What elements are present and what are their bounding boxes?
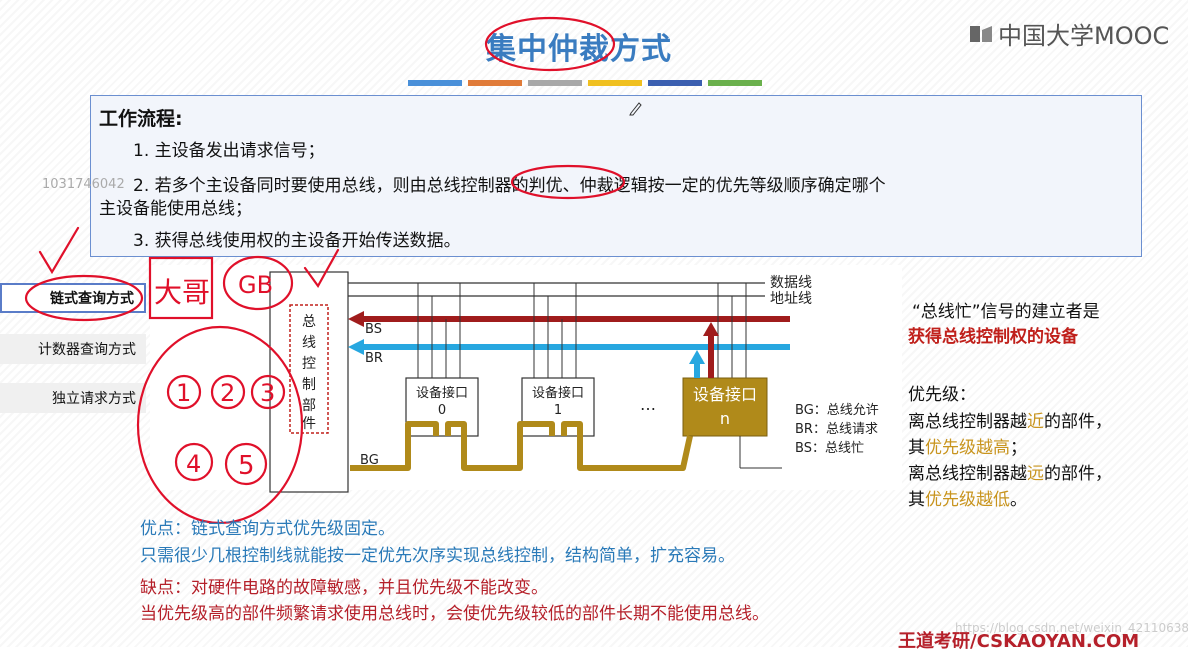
device-n-br-arrowhead: [689, 350, 705, 364]
legend-br: BR：总线请求: [795, 422, 878, 437]
br-arrowhead: [348, 339, 364, 355]
pen-gb-label: GB: [238, 271, 273, 299]
bs-arrowhead: [348, 311, 364, 327]
priority-far-text-end: 的部件，: [1044, 464, 1112, 484]
pen-box-big: [148, 256, 214, 320]
sidebar-item-independent-request[interactable]: 独立请求方式: [0, 383, 146, 413]
priority-low-highlight: 优先级越低: [925, 490, 1010, 510]
data-line-label: 数据线: [770, 275, 812, 291]
pen-num-2: 2: [220, 379, 235, 407]
br-label: BR: [365, 351, 383, 366]
legend-bg: BG：总线允许: [795, 402, 879, 418]
pen-circle-5: [224, 442, 268, 486]
controller-char: 件: [302, 416, 316, 432]
watermark-id: 1031746042: [42, 177, 125, 192]
footer-brand: 王道考研/CSKAOYAN.COM: [898, 631, 1140, 652]
title-color-bar: [408, 80, 762, 86]
priority-high: 其优先级越高；: [908, 433, 1027, 458]
priority-near-text-end: 的部件，: [1044, 412, 1112, 432]
pen-circle-controller: [510, 164, 626, 200]
cons-line-1: 缺点：对硬件电路的故障敏感，并且优先级不能改变。: [140, 578, 548, 598]
priority-high-suffix: ；: [1010, 438, 1027, 458]
bg-label: BG: [360, 453, 379, 468]
controller-char: 制: [302, 377, 316, 393]
busy-question: “总线忙”信号的建立者是: [912, 302, 1100, 322]
controller-char: 线: [302, 335, 316, 351]
pros-line-1: 优点：链式查询方式优先级固定。: [140, 519, 395, 539]
sidebar-item-counter-query[interactable]: 计数器查询方式: [0, 334, 146, 364]
pen-num-1: 1: [176, 379, 191, 407]
pen-circle-title: [484, 16, 616, 72]
pen-circle-3: [250, 374, 286, 410]
bus-taps: [417, 283, 747, 378]
busy-answer: 获得总线控制权的设备: [908, 327, 1078, 347]
color-bar-segment: [708, 80, 762, 86]
priority-title: 优先级：: [908, 385, 976, 405]
pen-circle-gb: [222, 255, 294, 311]
priority-low: 其优先级越低。: [908, 485, 1027, 510]
pen-check-left: [38, 226, 80, 275]
color-bar-segment: [528, 80, 582, 86]
priority-low-suffix: 。: [1010, 490, 1027, 510]
device-interface-n: [682, 377, 768, 437]
pen-circle-nums: [136, 325, 304, 525]
color-bar-segment: [588, 80, 642, 86]
priority-near: 离总线控制器越近的部件，: [908, 407, 1112, 432]
device-1-label: 设备接口: [532, 385, 584, 401]
workflow-step-2-cont: 主设备能使用总线；: [99, 199, 252, 219]
priority-far: 离总线控制器越远的部件，: [908, 459, 1112, 484]
color-bar-segment: [408, 80, 462, 86]
device-1-index: 1: [554, 403, 562, 418]
page-title: 集中仲裁方式: [486, 32, 672, 67]
device-n-bs-arrowhead: [703, 322, 719, 336]
device-n-label: 设备接口: [693, 385, 757, 404]
priority-near-text: 离总线控制器越: [908, 412, 1027, 432]
mooc-logo: 中国大学MOOC: [968, 16, 1169, 51]
priority-low-prefix: 其: [908, 490, 925, 510]
cons-line-2: 当优先级高的部件频繁请求使用总线时，会使优先级较低的部件长期不能使用总线。: [140, 604, 769, 624]
pencil-cursor-icon: [629, 102, 642, 116]
bus-controller-box: [269, 271, 349, 493]
device-0-label: 设备接口: [416, 385, 468, 401]
address-line-label: 地址线: [770, 291, 812, 307]
pen-circle-1: [166, 374, 202, 410]
sidebar-item-chain-query[interactable]: 链式查询方式: [0, 283, 146, 313]
controller-char: 控: [302, 356, 316, 372]
workflow-step-1: 1. 主设备发出请求信号；: [133, 141, 325, 161]
mooc-logo-text: 中国大学MOOC: [998, 22, 1170, 50]
pros-line-2: 只需很少几根控制线就能按一定优先次序实现总线控制，结构简单，扩充容易。: [140, 546, 735, 566]
workflow-box: [90, 95, 1142, 257]
pen-num-3: 3: [260, 379, 275, 407]
controller-char: 部: [302, 398, 316, 414]
bg-chain: [350, 421, 693, 471]
pen-big-label: 大哥: [154, 276, 210, 309]
pen-check-right: [303, 248, 340, 289]
priority-far-text: 离总线控制器越: [908, 464, 1027, 484]
device-n-index: n: [720, 409, 730, 428]
workflow-step-3: 3. 获得总线使用权的主设备开始传送数据。: [133, 231, 461, 251]
devices-ellipsis: …: [640, 395, 656, 414]
workflow-title: 工作流程:: [99, 108, 183, 130]
legend-bs: BS：总线忙: [795, 441, 864, 456]
priority-high-prefix: 其: [908, 438, 925, 458]
pen-num-4: 4: [186, 450, 201, 478]
workflow-step-2: 2. 若多个主设备同时要使用总线，则由总线控制器的判优、仲裁逻辑按一定的优先等级…: [133, 176, 886, 196]
pen-num-5: 5: [238, 451, 255, 481]
pen-annotations: [24, 16, 626, 525]
color-bar-segment: [648, 80, 702, 86]
bs-label: BS: [365, 322, 382, 337]
pen-circle-2: [210, 374, 246, 410]
color-bar-segment: [468, 80, 522, 86]
controller-char: 总: [302, 314, 316, 330]
mooc-logo-icon: [970, 25, 992, 42]
pen-circle-sidebar: [24, 274, 144, 322]
priority-high-highlight: 优先级越高: [925, 438, 1010, 458]
pen-circle-4: [174, 442, 214, 482]
bus-controller-inner: [289, 304, 329, 434]
priority-near-highlight: 近: [1027, 412, 1044, 432]
priority-far-highlight: 远: [1027, 464, 1044, 484]
device-0-index: 0: [438, 403, 446, 418]
watermark-url: https://blog.csdn.net/weixin_42110638: [955, 621, 1188, 635]
